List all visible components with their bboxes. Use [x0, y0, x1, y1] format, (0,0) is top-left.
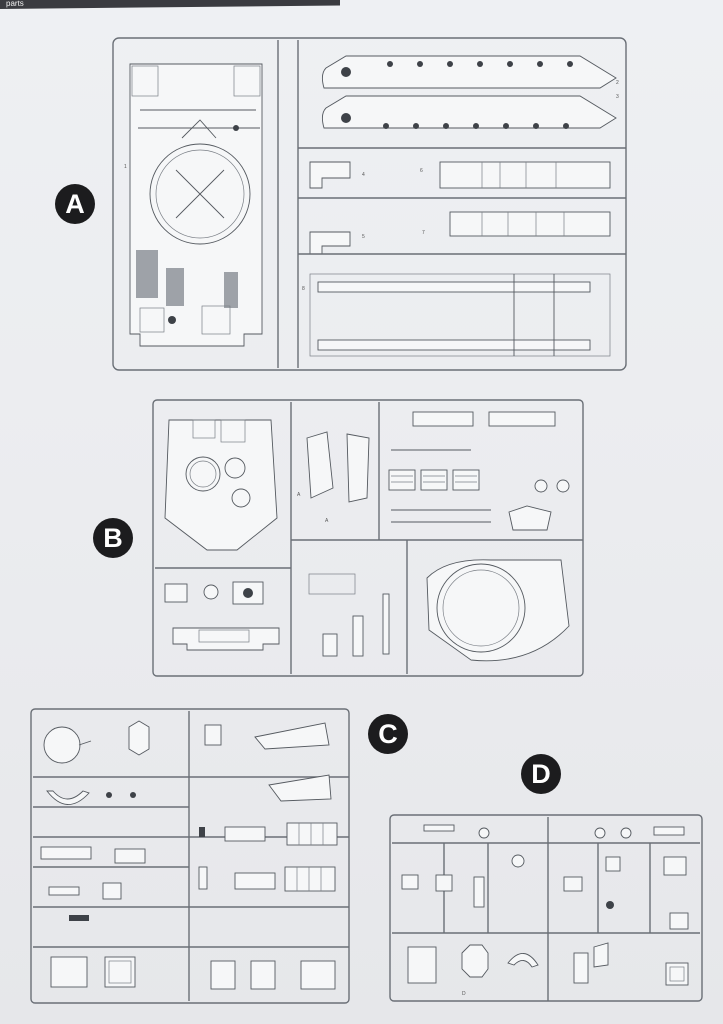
svg-text:1: 1	[124, 164, 127, 170]
svg-text:8: 8	[302, 286, 305, 292]
svg-text:A: A	[297, 492, 301, 498]
sprue-a-diagram: 1 2 3 4 5 6 7 8	[112, 37, 627, 371]
svg-text:7: 7	[422, 230, 425, 236]
svg-text:D: D	[462, 991, 466, 997]
header-text: parts	[6, 0, 24, 8]
sprue-d-badge: D	[521, 754, 561, 794]
svg-text:2: 2	[616, 80, 619, 86]
svg-text:6: 6	[420, 168, 423, 174]
sprue-c-badge: C	[368, 714, 408, 754]
svg-text:4: 4	[362, 172, 365, 178]
sprue-c-diagram	[30, 708, 350, 1004]
svg-text:A: A	[325, 518, 329, 524]
sprue-b-diagram: A A	[152, 399, 584, 677]
sprue-d-diagram: D	[389, 814, 703, 1002]
sprue-a-badge: A	[55, 184, 95, 224]
svg-text:5: 5	[362, 234, 365, 240]
svg-text:3: 3	[616, 94, 619, 100]
sprue-b-badge: B	[93, 518, 133, 558]
